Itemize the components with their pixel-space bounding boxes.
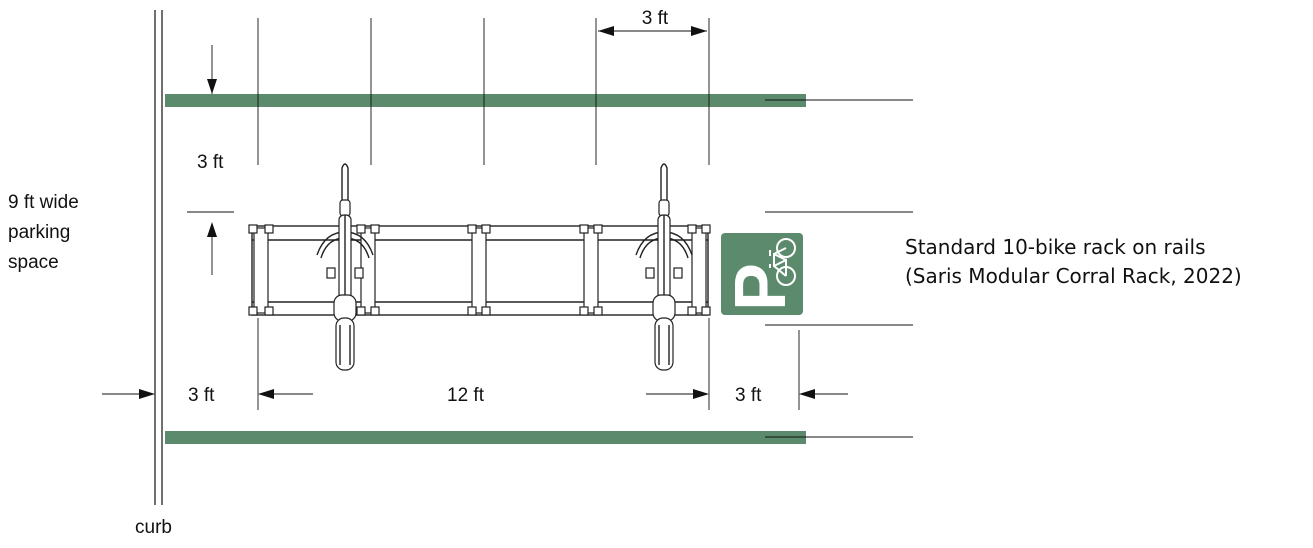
extension-lines [765,99,913,438]
left-vertical-dimension: 3 ft [187,45,234,275]
top-dimension: 3 ft [598,8,707,36]
bike-rack [248,224,711,316]
bicycle-left [316,163,374,371]
top-rail [165,94,806,107]
sign-gap-label: 3 ft [735,385,762,406]
top-spacing-label: 3 ft [642,8,669,29]
rack-description-line1: Standard 10-bike rack on rails [905,235,1206,259]
bottom-rail [165,431,806,444]
parking-width-label: 9 ft wide parking space [8,192,84,273]
bike-parking-sign: P [721,233,803,315]
left-offset-label: 3 ft [197,152,224,173]
bicycle-icon [769,238,796,286]
curb-gap-label: 3 ft [188,385,215,406]
sign-letter: P [721,263,801,311]
spacing-lines [257,18,800,410]
rack-description-line2: (Saris Modular Corral Rack, 2022) [905,264,1242,288]
curb-label: curb [135,517,172,538]
curb-lines [154,10,163,505]
bottom-dimensions: 3 ft 12 ft 3 ft [102,385,848,406]
bicycle-right [635,163,693,371]
rack-length-label: 12 ft [447,385,485,406]
